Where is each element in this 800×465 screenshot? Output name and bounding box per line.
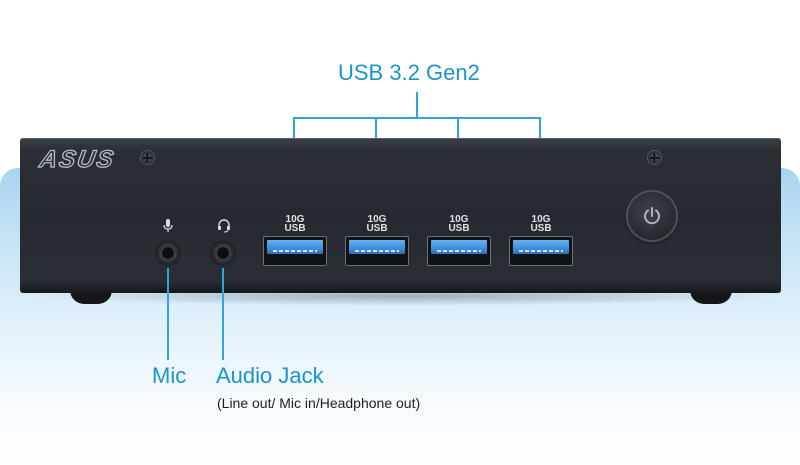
usb-connector — [431, 240, 487, 254]
usb-port-1[interactable]: 10G USB — [263, 215, 327, 266]
usb-port-3[interactable]: 10G USB — [427, 215, 491, 266]
usb-port-2[interactable]: 10G USB — [345, 215, 409, 266]
usb-speed-label: 10G — [367, 214, 387, 225]
usb-speed-label: 10G — [285, 214, 305, 225]
power-button[interactable] — [628, 192, 676, 240]
mic-label: Mic — [152, 363, 187, 388]
usb-speed-label: 10G — [449, 214, 469, 225]
usb-slot — [263, 236, 327, 266]
power-icon — [644, 207, 660, 225]
mic-callout-line — [167, 268, 169, 360]
microphone-icon — [162, 218, 174, 238]
usb-bracket-bar — [293, 117, 541, 119]
usb-connector — [267, 240, 323, 254]
asus-logo: ASUS — [37, 145, 118, 173]
audio-jack-sublabel: (Line out/ Mic in/Headphone out) — [217, 395, 421, 411]
audio-jack-port[interactable] — [210, 218, 236, 268]
audio-callout-line — [222, 268, 224, 360]
usb-slot — [427, 236, 491, 266]
usb-bracket-stem — [416, 92, 418, 118]
audio-jack-socket — [210, 240, 236, 266]
usb-slot — [345, 236, 409, 266]
audio-jack-label: Audio Jack — [216, 363, 324, 388]
screw-icon — [141, 151, 154, 164]
usb-connector — [513, 240, 569, 254]
usb-speed-label: 10G — [531, 214, 551, 225]
device-foot-right — [690, 290, 732, 304]
usb-type-label: USB — [284, 223, 306, 234]
mic-jack-port[interactable] — [155, 218, 181, 268]
screw-icon — [648, 151, 661, 164]
mic-jack-socket — [155, 240, 181, 266]
usb-port-4[interactable]: 10G USB — [509, 215, 573, 266]
usb-type-label: USB — [530, 223, 552, 234]
usb-type-label: USB — [366, 223, 388, 234]
usb-slot — [509, 236, 573, 266]
usb-connector — [349, 240, 405, 254]
device-foot-left — [70, 290, 112, 304]
usb-type-label: USB — [448, 223, 470, 234]
headphone-mic-icon — [217, 218, 231, 238]
usb-callout-title: USB 3.2 Gen2 — [338, 60, 480, 85]
